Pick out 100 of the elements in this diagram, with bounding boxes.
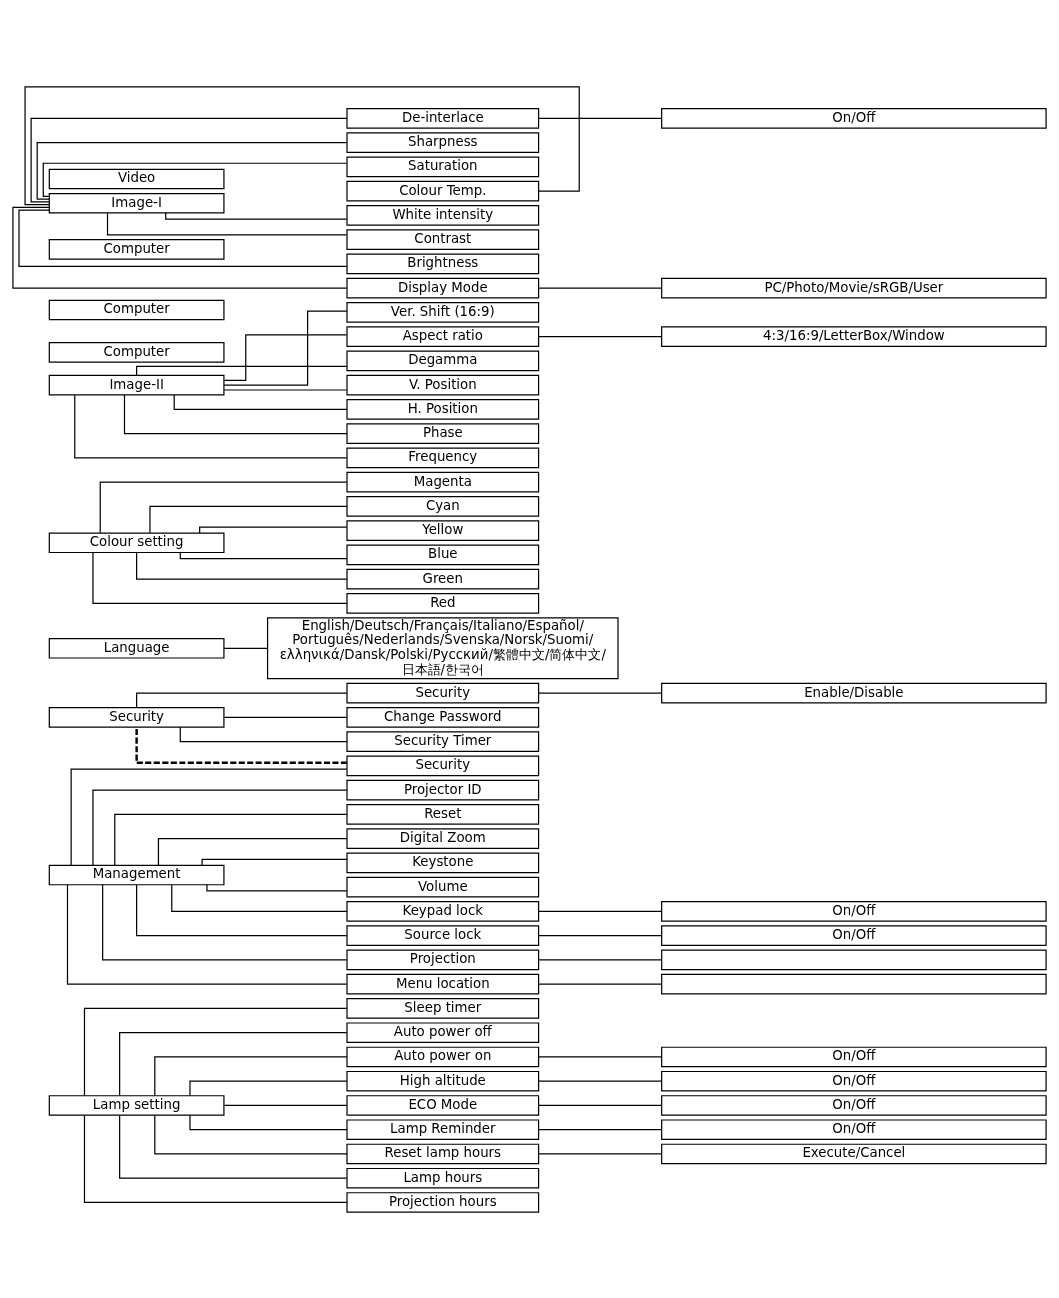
node-box: On/Off: [661, 900, 1047, 922]
node-box: Source lock: [346, 924, 540, 946]
node-box: Reset lamp hours: [346, 1143, 540, 1164]
node-box: Degamma: [346, 350, 540, 371]
node-box: Green: [346, 568, 540, 589]
connector: [83, 1114, 348, 1203]
node-box: Computer: [48, 299, 225, 320]
node-box: Magenta: [346, 471, 540, 492]
node-box: Contrast: [346, 228, 540, 250]
node-box: English/Deutsch/Français/Italiano/Español/ Português/Nederlands/Svenska/Norsk/Suomi/ ελληνικά/Dansk/Polski/Русский/繁體中文/简体中文/ 日本語/한국어: [266, 616, 619, 679]
node-box: Display Mode: [346, 277, 540, 298]
node-box: Saturation: [346, 156, 540, 177]
connector: [24, 85, 580, 205]
node-box: Reset: [346, 803, 540, 825]
node-box: Auto power on: [346, 1046, 540, 1067]
connector: [223, 333, 348, 381]
node-box: Lamp setting: [48, 1094, 225, 1116]
connector: [74, 394, 348, 458]
connector: [114, 813, 348, 866]
node-box: Security Timer: [346, 730, 540, 752]
node-box: White intensity: [346, 204, 540, 226]
node-box: On/Off: [661, 1046, 1047, 1067]
connector: [99, 481, 348, 533]
connector: [189, 1080, 348, 1096]
node-box: Sharpness: [346, 131, 540, 153]
node-box: On/Off: [661, 924, 1047, 946]
node-box: Computer: [48, 341, 225, 363]
node-box: Computer: [48, 238, 225, 260]
node-box: Projection hours: [346, 1191, 540, 1213]
connector: [538, 1080, 663, 1082]
node-box: ECO Mode: [346, 1094, 540, 1116]
connector: [136, 883, 348, 936]
node-box: Image-I: [48, 192, 225, 214]
connector: [123, 393, 348, 434]
node-box: Brightness: [346, 253, 540, 274]
connector: [154, 1114, 348, 1155]
connector: [136, 551, 348, 580]
connector: [538, 958, 663, 961]
node-box: On/Off: [661, 1094, 1047, 1116]
connector: [136, 365, 348, 376]
connector: [171, 883, 348, 912]
connector: [538, 1104, 663, 1106]
connector: [223, 388, 348, 391]
connector: [538, 692, 663, 694]
node-box: Execute/Cancel: [661, 1143, 1047, 1164]
connector: [119, 1031, 348, 1096]
connector: [199, 525, 348, 534]
connector: [538, 335, 663, 337]
node-box: Yellow: [346, 519, 540, 541]
connector: [66, 884, 348, 985]
connector: [154, 1055, 348, 1096]
connector: [189, 1114, 348, 1130]
node-box: De-interlace: [346, 107, 540, 129]
connector: [165, 211, 348, 220]
node-box: Volume: [346, 876, 540, 897]
node-box: Red: [346, 592, 540, 614]
connector: [538, 983, 663, 985]
connector: [223, 310, 348, 386]
connector: [538, 1055, 663, 1058]
connector: [538, 934, 663, 936]
node-box: Aspect ratio: [346, 325, 540, 347]
node-box: Video: [48, 168, 225, 189]
connector: [538, 910, 663, 912]
node-box: Keystone: [346, 852, 540, 873]
connector: [135, 726, 347, 764]
node-box: On/Off: [661, 107, 1047, 129]
node-box: Keypad lock: [346, 900, 540, 922]
connector: [538, 1152, 663, 1155]
connector: [157, 837, 348, 866]
node-box: Projector ID: [346, 779, 540, 800]
connector: [36, 141, 348, 200]
node-box: Auto power off: [346, 1021, 540, 1043]
node-box: Sleep timer: [346, 997, 540, 1019]
node-box: Colour Temp.: [346, 180, 540, 201]
connector: [119, 1114, 348, 1179]
node-box: Enable/Disable: [661, 682, 1047, 703]
connector: [206, 883, 348, 891]
node-box: Change Password: [346, 706, 540, 728]
connector: [102, 883, 348, 961]
connector: [106, 212, 348, 235]
connector: [223, 1104, 348, 1106]
node-box: Lamp Reminder: [346, 1118, 540, 1140]
node-box: High altitude: [346, 1070, 540, 1091]
connector: [92, 551, 348, 604]
node-box: Security: [346, 682, 540, 703]
node-box: Blue: [346, 544, 540, 565]
node-box: Frequency: [346, 447, 540, 468]
connector: [223, 716, 348, 718]
connector: [12, 206, 348, 289]
node-box: Language: [48, 637, 225, 659]
connector: [42, 162, 348, 197]
node-box: Image-II: [48, 374, 225, 395]
connector: [538, 287, 663, 289]
node-box: Ver. Shift (16:9): [346, 301, 540, 323]
node-box: V. Position: [346, 374, 540, 395]
node-box: Cyan: [346, 495, 540, 517]
node-box: Lamp hours: [346, 1167, 540, 1188]
node-box: Colour setting: [48, 532, 225, 553]
node-box: Projection: [346, 949, 540, 970]
node-box: On/Off: [661, 1070, 1047, 1091]
